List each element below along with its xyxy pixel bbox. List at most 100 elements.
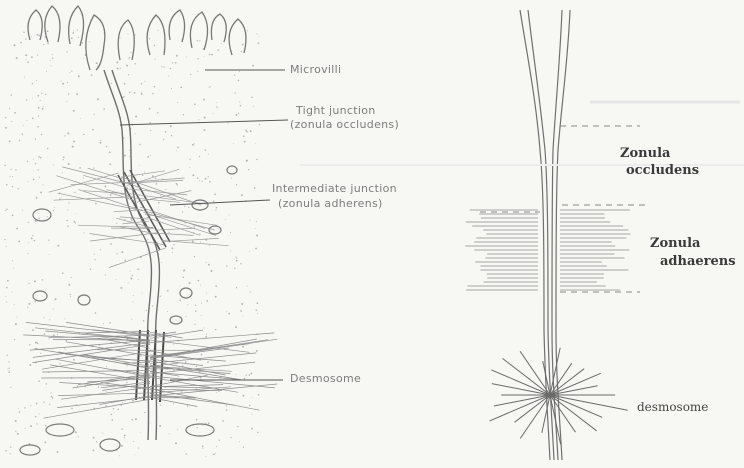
stipple-dot <box>186 57 187 58</box>
filament-stroke <box>73 375 151 388</box>
stipple-dot <box>28 303 30 305</box>
left-adherens-filaments <box>49 167 229 268</box>
filament-stroke <box>157 233 194 235</box>
stipple-dot <box>238 80 240 82</box>
stipple-dot <box>185 451 186 452</box>
stipple-dot <box>64 318 65 319</box>
stipple-dot <box>209 87 210 88</box>
stipple-dot <box>34 220 35 221</box>
stipple-dot <box>57 334 58 335</box>
stipple-dot <box>183 359 184 360</box>
stipple-dot <box>6 184 8 186</box>
label-desmosome-left: Desmosome <box>290 373 361 385</box>
stipple-dot <box>40 191 42 193</box>
ray-stroke <box>492 384 550 395</box>
stipple-dot <box>176 150 177 151</box>
stipple-dot <box>160 296 161 297</box>
stipple-dot <box>135 116 137 118</box>
stipple-dot <box>30 425 32 427</box>
stipple-dot <box>214 194 216 196</box>
stipple-dot <box>211 270 213 272</box>
stipple-dot <box>170 125 172 127</box>
stipple-dot <box>26 99 27 100</box>
stipple-dot <box>12 176 13 177</box>
stipple-dot <box>12 260 13 261</box>
stipple-dot <box>173 403 174 404</box>
stipple-dot <box>32 329 34 331</box>
stipple-dot <box>34 280 36 282</box>
stipple-dot <box>26 59 27 60</box>
stipple-dot <box>71 70 72 71</box>
stipple-dot <box>65 349 66 350</box>
stipple-dot <box>78 75 80 77</box>
stipple-dot <box>259 36 260 37</box>
filament-stroke <box>155 228 195 230</box>
stipple-dot <box>200 377 202 379</box>
stipple-dot <box>30 405 31 406</box>
stipple-dot <box>24 77 25 78</box>
stipple-dot <box>152 305 153 306</box>
stipple-dot <box>215 329 216 330</box>
stipple-dot <box>42 184 43 185</box>
stipple-dot <box>256 350 258 352</box>
stipple-dot <box>257 313 258 314</box>
stipple-dot <box>175 62 177 64</box>
stipple-dot <box>235 256 236 257</box>
stipple-dot <box>109 163 111 165</box>
stipple-dot <box>140 355 142 357</box>
stipple-dot <box>33 171 34 172</box>
stipple-dot <box>183 277 185 279</box>
stipple-dot <box>238 113 239 114</box>
stipple-dot <box>39 177 40 178</box>
stipple-dot <box>169 433 170 434</box>
stipple-dot <box>252 65 254 67</box>
stipple-dot <box>149 38 150 39</box>
stipple-dot <box>209 54 211 56</box>
stipple-dot <box>105 274 106 275</box>
stipple-dot <box>6 287 8 289</box>
stipple-dot <box>41 134 42 135</box>
stipple-dot <box>201 315 202 316</box>
stipple-dot <box>228 313 230 315</box>
stipple-dot <box>216 392 217 393</box>
stipple-dot <box>257 432 258 433</box>
left-desmosome-filaments <box>23 322 277 418</box>
stipple-dot <box>144 412 145 413</box>
stipple-dot <box>82 42 84 44</box>
stipple-dot <box>128 34 129 35</box>
stipple-dot <box>55 298 57 300</box>
stipple-dot <box>243 135 245 137</box>
stipple-dot <box>57 451 59 453</box>
stipple-dot <box>239 441 240 442</box>
stipple-dot <box>12 291 13 292</box>
stipple-dot <box>113 408 115 410</box>
stipple-dot <box>194 324 195 325</box>
stipple-dot <box>73 359 75 361</box>
stipple-dot <box>22 210 23 211</box>
stipple-dot <box>256 235 258 237</box>
stipple-dot <box>194 103 196 105</box>
stipple-dot <box>40 100 41 101</box>
stipple-dot <box>109 151 111 153</box>
stipple-dot <box>22 133 24 135</box>
stipple-dot <box>258 394 260 396</box>
stipple-dot <box>256 309 258 311</box>
stipple-dot <box>163 139 164 140</box>
stipple-dot <box>242 316 243 317</box>
stipple-dot <box>37 54 38 55</box>
stipple-dot <box>177 429 178 430</box>
stipple-dot <box>98 386 99 387</box>
stipple-dot <box>139 144 140 145</box>
stipple-dot <box>184 206 185 207</box>
stipple-dot <box>40 157 42 159</box>
stipple-dot <box>171 135 172 136</box>
stipple-dot <box>139 165 140 166</box>
stipple-dot <box>233 143 234 144</box>
stipple-dot <box>174 332 175 333</box>
stipple-dot <box>189 167 190 168</box>
stipple-dot <box>70 294 71 295</box>
stipple-dot <box>188 207 189 208</box>
stipple-dot <box>78 436 79 437</box>
stipple-dot <box>45 425 47 427</box>
stipple-dot <box>53 164 54 165</box>
